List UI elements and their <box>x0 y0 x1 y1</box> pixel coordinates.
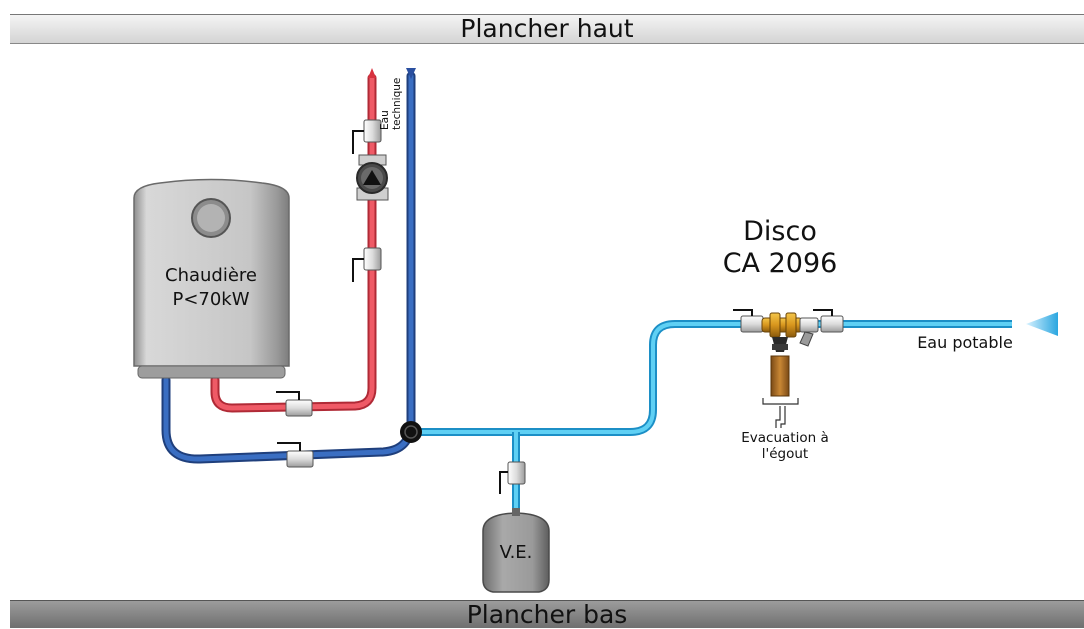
valve-disco-inlet[interactable] <box>733 309 764 333</box>
valve-expansion-vessel[interactable] <box>499 461 526 494</box>
boiler <box>133 178 290 379</box>
technical-water-line1: Eau <box>379 110 391 130</box>
technical-water-label: Eau technique <box>379 78 403 130</box>
valve-disco-outlet[interactable] <box>813 309 844 333</box>
boiler-label-line1: Chaudière <box>165 265 257 286</box>
disconnector-assembly <box>733 309 844 428</box>
cold-water-pipe <box>412 320 1012 515</box>
upper-floor-label: Plancher haut <box>460 14 634 43</box>
disco-label-line1: Disco <box>743 216 817 247</box>
valve-boiler-return[interactable] <box>277 442 314 468</box>
pipe-junction <box>400 421 422 443</box>
technical-water-line2: technique <box>391 78 403 130</box>
expansion-vessel-label: V.E. <box>500 542 533 563</box>
potable-water-inlet-icon <box>1026 312 1058 336</box>
circulator-pump <box>356 154 389 201</box>
potable-water-label: Eau potable <box>917 333 1013 352</box>
cold-down-arrow-icon <box>406 68 416 79</box>
hot-up-arrow-icon <box>368 68 376 78</box>
expansion-vessel <box>482 508 550 593</box>
disco-label-line2: CA 2096 <box>723 248 838 279</box>
valve-boiler-flow[interactable] <box>276 391 313 417</box>
valve-hot-lower[interactable] <box>352 247 382 282</box>
boiler-label-line2: P<70kW <box>172 289 249 310</box>
valve-hot-upper[interactable] <box>352 119 382 154</box>
lower-floor-bar: Plancher bas <box>10 600 1084 629</box>
drain-label-line2: l'égout <box>762 446 808 462</box>
lower-floor-label: Plancher bas <box>466 600 628 629</box>
drain-label-line1: Evacuation à <box>741 430 828 446</box>
upper-floor-bar: Plancher haut <box>10 14 1084 44</box>
